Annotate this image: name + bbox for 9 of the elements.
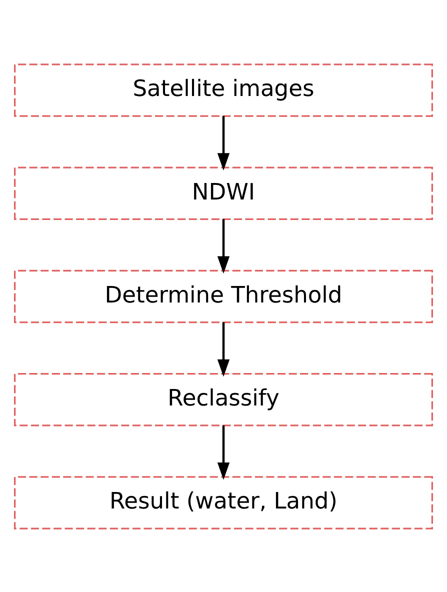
node-box: Determine Threshold [14, 269, 433, 323]
arrow [217, 116, 230, 170]
node-box: Satellite images [14, 63, 433, 116]
arrow [217, 424, 230, 480]
node-box: Reclassify [14, 372, 433, 426]
node-box: Result (water, Land) [14, 476, 433, 529]
arrow [217, 218, 230, 274]
node-box: NDWI [14, 166, 433, 220]
arrow [217, 322, 230, 376]
